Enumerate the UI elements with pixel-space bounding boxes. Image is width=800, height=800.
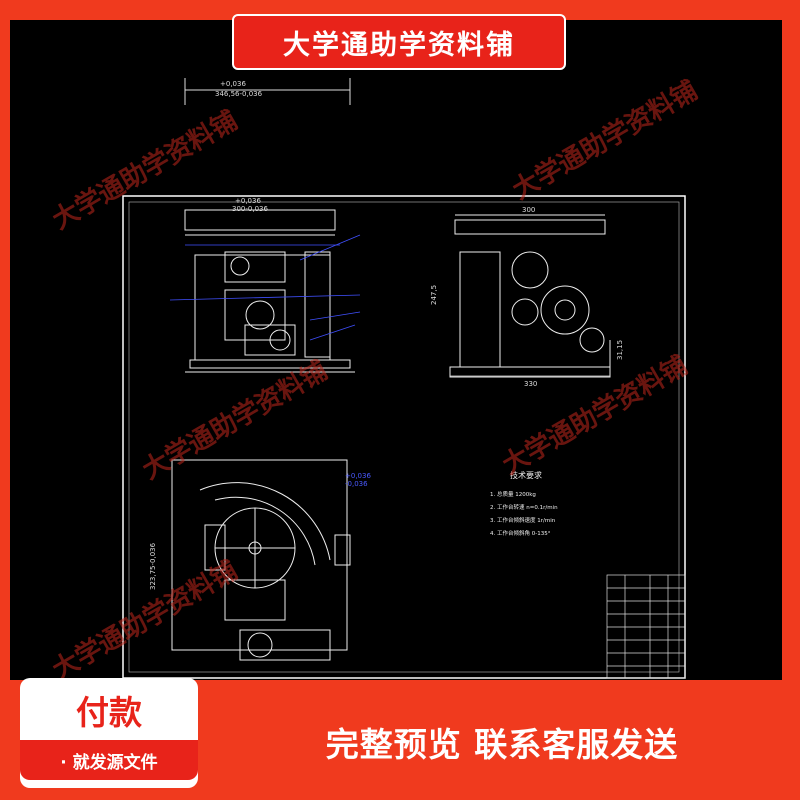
plan-view — [171, 459, 351, 661]
dim-top-size: 346,56-0,036 — [215, 90, 263, 98]
dim-front-tol: +0,036 — [235, 197, 261, 205]
note-3: 3. 工作台倾斜速度 1r/min — [490, 516, 556, 524]
dim-top-tol: +0,036 — [220, 80, 246, 88]
top-banner: 大学通助学资料铺 — [232, 14, 566, 70]
dim-side-small: 31,15 — [616, 340, 624, 360]
pay-subtitle: · 就发源文件 — [20, 740, 198, 780]
drawing-frame — [122, 195, 686, 679]
note-2: 2. 工作台转速 n=0.1r/min — [490, 503, 558, 511]
banner-title: 大学通助学资料铺 — [283, 29, 515, 61]
pay-title: 付款 — [76, 693, 142, 732]
front-view — [184, 209, 355, 373]
dim-side-height: 247,5 — [430, 285, 438, 305]
title-block — [606, 574, 686, 679]
dim-side-base: 330 — [524, 380, 537, 388]
dim-front-size: 300-0,036 — [232, 205, 268, 213]
cad-drawing-svg: +0,036 346,56-0,036 — [122, 78, 686, 679]
side-view — [449, 214, 611, 378]
pay-box[interactable]: 付款 · 就发源文件 — [20, 678, 198, 788]
dim-side-width: 300 — [522, 206, 535, 214]
dim-plan-left: 323,75-0,036 — [149, 542, 157, 590]
dim-plan-tol2: -0,036 — [345, 480, 368, 488]
preview-contact-text: 完整预览 联系客服发送 — [325, 725, 679, 764]
dim-plan-tol1: +0,036 — [345, 472, 371, 480]
notes-title: 技术要求 — [510, 470, 542, 480]
note-4: 4. 工作台倾斜角 0-135° — [490, 529, 551, 537]
cad-drawing: +0,036 346,56-0,036 — [10, 20, 782, 680]
note-1: 1. 总质量 1200kg — [490, 490, 536, 498]
